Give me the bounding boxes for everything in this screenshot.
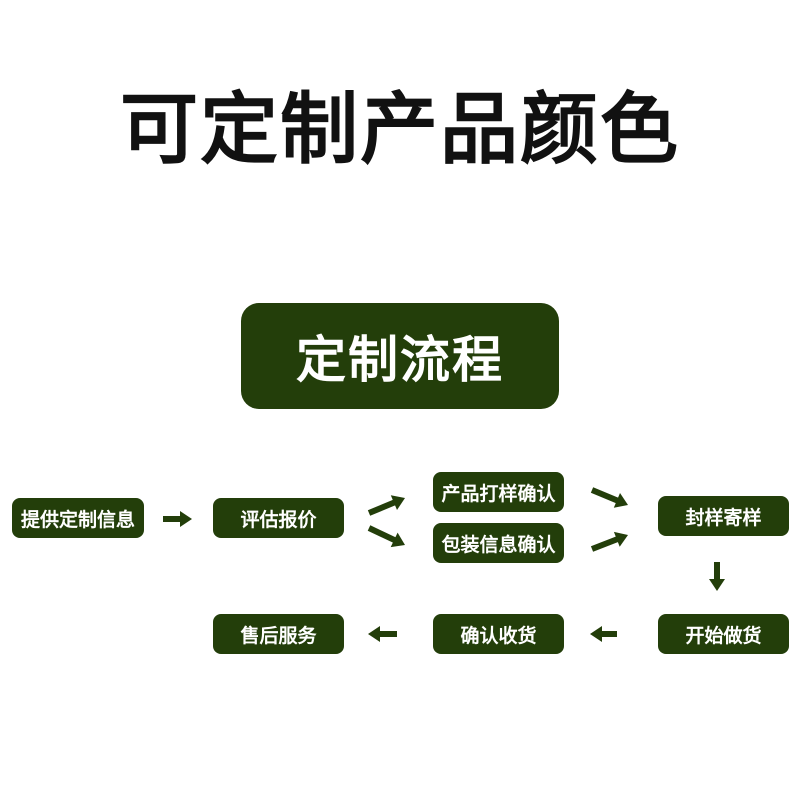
page-title: 可定制产品颜色 bbox=[119, 85, 680, 175]
arrow-production-to-receive bbox=[590, 626, 617, 642]
step-sample: 产品打样确认 bbox=[433, 472, 564, 512]
step-receive: 确认收货 bbox=[433, 614, 564, 654]
arrow-packaging-to-seal bbox=[590, 531, 628, 552]
arrow-info-to-quote bbox=[163, 511, 192, 527]
step-production: 开始做货 bbox=[658, 614, 789, 654]
step-seal-sample: 封样寄样 bbox=[658, 496, 789, 536]
step-quote: 评估报价 bbox=[213, 498, 344, 538]
process-banner: 定制流程 bbox=[241, 303, 559, 409]
step-after-sales: 售后服务 bbox=[213, 614, 344, 654]
arrow-quote-to-packaging bbox=[367, 525, 405, 548]
step-packaging: 包装信息确认 bbox=[433, 523, 564, 563]
arrow-seal-to-production bbox=[709, 562, 725, 591]
arrow-receive-to-aftersales bbox=[368, 626, 397, 642]
step-provide-info: 提供定制信息 bbox=[12, 498, 144, 538]
arrow-sample-to-seal bbox=[590, 487, 628, 508]
arrow-quote-to-sample bbox=[367, 495, 405, 516]
